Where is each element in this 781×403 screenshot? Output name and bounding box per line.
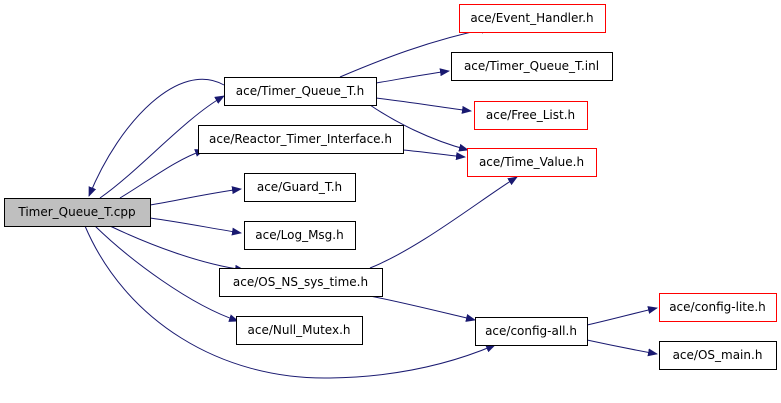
- node-config-all-h[interactable]: ace/config-all.h: [475, 317, 588, 346]
- edge-root-to-log-msg-h: [149, 217, 242, 236]
- nodes: Timer_Queue_T.cpp ace/Timer_Queue_T.h ace/…: [4, 4, 777, 370]
- node-label: ace/Event_Handler.h: [470, 11, 593, 25]
- edge-root-to-guard-t-h: [149, 186, 242, 206]
- node-box: [244, 221, 356, 250]
- edge-timer-queue-t-h-to-root: [88, 78, 225, 197]
- node-reactor-timer-interface-h[interactable]: ace/Reactor_Timer_Interface.h: [198, 125, 404, 154]
- edges: [84, 25, 658, 379]
- node-os-ns-sys-time-h[interactable]: ace/OS_NS_sys_time.h: [219, 268, 383, 297]
- node-box: [236, 316, 363, 345]
- edge-os-ns-sys-time-h-to-time-value-h: [369, 176, 518, 269]
- node-box: [244, 173, 356, 202]
- node-box: [4, 198, 151, 227]
- edge-root-to-null-mutex-h: [94, 225, 239, 322]
- node-config-lite-h[interactable]: ace/config-lite.h: [659, 293, 777, 322]
- edge-root-to-os-ns-sys-time-h: [109, 225, 245, 273]
- node-box: [474, 101, 588, 130]
- node-box: [475, 317, 588, 346]
- node-guard-t-h[interactable]: ace/Guard_T.h: [244, 173, 356, 202]
- node-label: ace/OS_NS_sys_time.h: [233, 275, 368, 289]
- node-label: ace/config-all.h: [485, 324, 577, 338]
- node-label: ace/Reactor_Timer_Interface.h: [209, 132, 392, 146]
- node-label: ace/Log_Msg.h: [255, 228, 343, 242]
- node-timer-queue-t-h[interactable]: ace/Timer_Queue_T.h: [224, 77, 377, 106]
- node-label: ace/Time_Value.h: [479, 155, 584, 169]
- edge-timer-queue-t-h-to-timer-queue-t-inl: [375, 68, 450, 84]
- node-free-list-h[interactable]: ace/Free_List.h: [474, 101, 588, 130]
- edge-root-to-timer-queue-t-h: [99, 95, 225, 199]
- edge-root-to-config-all-h: [84, 225, 496, 379]
- node-log-msg-h[interactable]: ace/Log_Msg.h: [244, 221, 356, 250]
- node-box: [219, 268, 383, 297]
- node-label: ace/Null_Mutex.h: [248, 323, 351, 337]
- node-box: [659, 341, 777, 370]
- node-label: Timer_Queue_T.cpp: [17, 205, 135, 219]
- edge-config-all-h-to-config-lite-h: [586, 306, 658, 326]
- node-box: [224, 77, 377, 106]
- node-label: ace/Guard_T.h: [257, 180, 342, 194]
- edge-reactor-timer-interface-h-to-time-value-h: [402, 149, 466, 161]
- node-box: [659, 293, 777, 322]
- node-os-main-h[interactable]: ace/OS_main.h: [659, 341, 777, 370]
- node-box: [451, 52, 613, 81]
- node-null-mutex-h[interactable]: ace/Null_Mutex.h: [236, 316, 363, 345]
- edge-config-all-h-to-os-main-h: [586, 339, 658, 357]
- node-label: ace/Timer_Queue_T.h: [236, 84, 364, 98]
- node-box: [198, 125, 404, 154]
- edge-root-to-reactor-timer-interface-h: [119, 149, 205, 199]
- node-root[interactable]: Timer_Queue_T.cpp: [4, 198, 151, 227]
- node-box: [459, 4, 606, 33]
- edge-timer-queue-t-h-to-free-list-h: [375, 97, 472, 114]
- edge-timer-queue-t-h-to-time-value-h: [369, 104, 469, 152]
- node-label: ace/config-lite.h: [669, 300, 766, 314]
- node-timer-queue-t-inl[interactable]: ace/Timer_Queue_T.inl: [451, 52, 613, 81]
- node-label: ace/Free_List.h: [486, 108, 575, 122]
- node-label: ace/OS_main.h: [673, 348, 763, 362]
- edge-os-ns-sys-time-h-to-config-all-h: [369, 295, 476, 322]
- node-label: ace/Timer_Queue_T.inl: [464, 59, 599, 73]
- node-box: [467, 148, 597, 177]
- node-event-handler-h[interactable]: ace/Event_Handler.h: [459, 4, 606, 33]
- node-time-value-h[interactable]: ace/Time_Value.h: [467, 148, 597, 177]
